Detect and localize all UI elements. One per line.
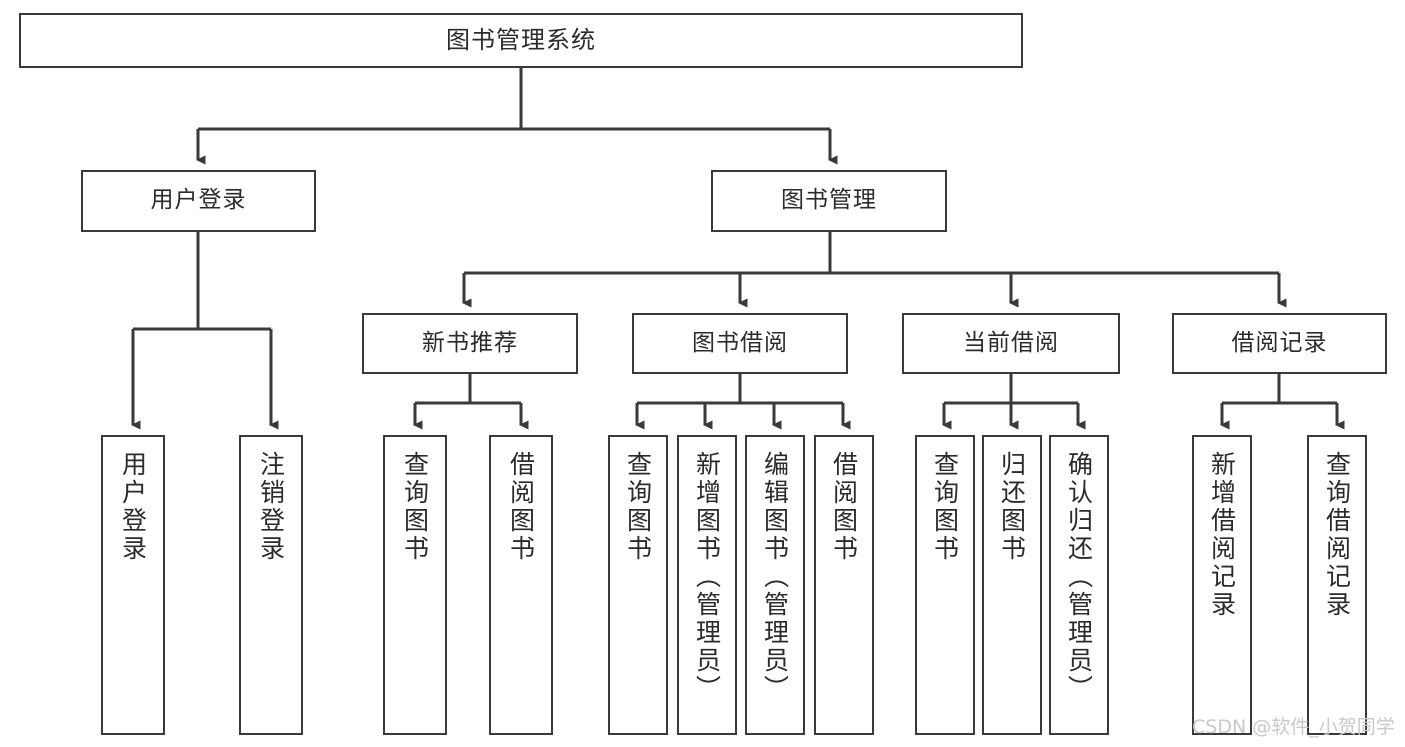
node-borrow-record[interactable]: 借阅记录 bbox=[1172, 313, 1387, 374]
node-leaf-logout[interactable]: 注销登录 bbox=[239, 435, 303, 735]
node-current-borrow[interactable]: 当前借阅 bbox=[902, 313, 1120, 374]
node-leaf-confirm-return[interactable]: 确认归还（管理员） bbox=[1049, 435, 1109, 735]
node-label: 查询图书 bbox=[400, 451, 430, 563]
node-leaf-query-book-1[interactable]: 查询图书 bbox=[383, 435, 447, 735]
node-leaf-add-record[interactable]: 新增借阅记录 bbox=[1192, 435, 1252, 735]
node-label: 借阅图书 bbox=[829, 451, 859, 563]
node-label: 查询图书 bbox=[623, 451, 653, 563]
node-label: 查询借阅记录 bbox=[1322, 451, 1352, 619]
node-leaf-add-book[interactable]: 新增图书（管理员） bbox=[677, 435, 737, 735]
node-label: 图书管理 bbox=[781, 187, 877, 214]
node-leaf-query-book-3[interactable]: 查询图书 bbox=[915, 435, 975, 735]
node-label: 借阅记录 bbox=[1231, 329, 1328, 356]
node-label: 归还图书 bbox=[997, 451, 1027, 563]
node-label: 图书管理系统 bbox=[446, 26, 596, 55]
node-label: 用户登录 bbox=[150, 187, 247, 214]
node-label: 新书推荐 bbox=[422, 329, 518, 356]
node-leaf-query-record[interactable]: 查询借阅记录 bbox=[1307, 435, 1367, 735]
node-label: 查询图书 bbox=[930, 451, 960, 563]
node-leaf-borrow-book-1[interactable]: 借阅图书 bbox=[489, 435, 553, 735]
node-label: 图书借阅 bbox=[692, 329, 788, 356]
csdn-watermark: CSDN @软件_小贺同学 bbox=[1192, 716, 1395, 738]
node-leaf-return-book[interactable]: 归还图书 bbox=[982, 435, 1042, 735]
node-leaf-edit-book[interactable]: 编辑图书（管理员） bbox=[745, 435, 805, 735]
node-label: 新增图书（管理员） bbox=[692, 451, 722, 703]
node-label: 当前借阅 bbox=[963, 329, 1059, 356]
node-root-system[interactable]: 图书管理系统 bbox=[19, 13, 1023, 68]
node-user-login[interactable]: 用户登录 bbox=[81, 170, 316, 232]
node-book-management[interactable]: 图书管理 bbox=[711, 170, 947, 232]
node-leaf-borrow-book-2[interactable]: 借阅图书 bbox=[814, 435, 874, 735]
node-label: 借阅图书 bbox=[506, 451, 536, 563]
node-leaf-query-book-2[interactable]: 查询图书 bbox=[608, 435, 668, 735]
node-label: 确认归还（管理员） bbox=[1064, 451, 1094, 703]
node-new-book-recommend[interactable]: 新书推荐 bbox=[362, 313, 578, 374]
node-label: 新增借阅记录 bbox=[1207, 451, 1237, 619]
node-book-borrow[interactable]: 图书借阅 bbox=[632, 313, 848, 374]
node-label: 注销登录 bbox=[256, 451, 286, 563]
node-label: 编辑图书（管理员） bbox=[760, 451, 790, 703]
node-label: 用户登录 bbox=[118, 451, 148, 563]
node-leaf-user-login[interactable]: 用户登录 bbox=[101, 435, 165, 735]
